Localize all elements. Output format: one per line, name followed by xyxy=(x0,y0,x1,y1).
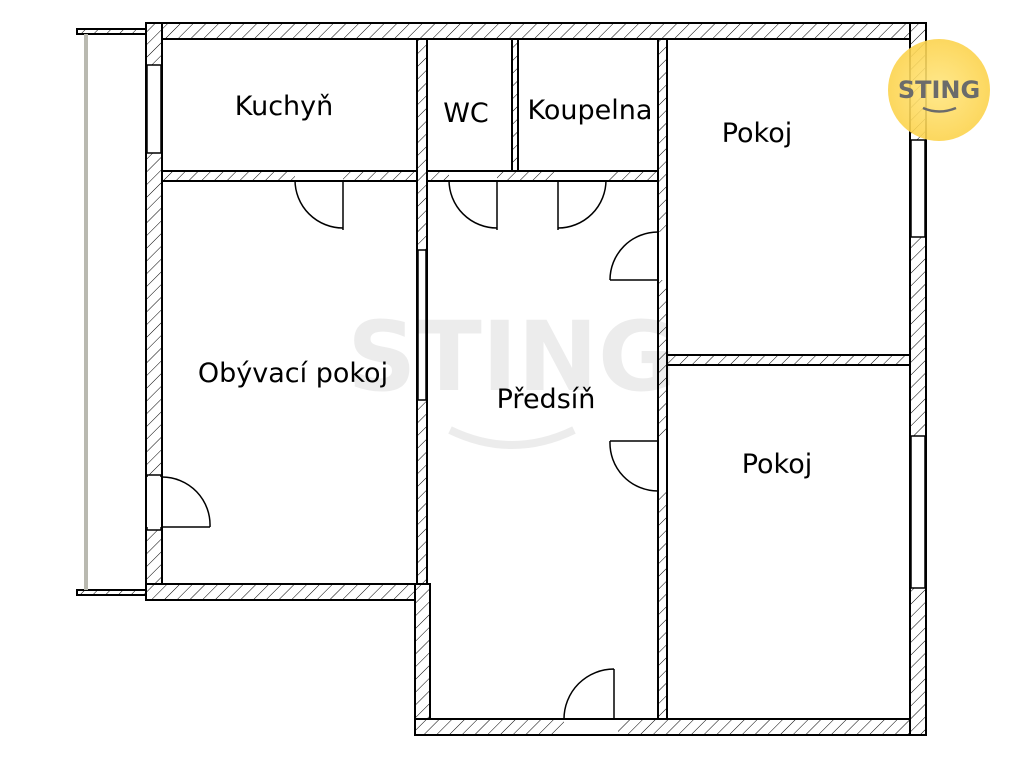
doors xyxy=(147,172,666,734)
svg-text:STING: STING xyxy=(347,301,676,413)
sting-logo: STING xyxy=(888,39,990,141)
watermark: STING xyxy=(347,301,677,449)
label-living-room: Obývací pokoj xyxy=(198,358,388,389)
label-room-1: Pokoj xyxy=(722,118,793,149)
label-bathroom: Koupelna xyxy=(528,95,653,126)
label-wc: WC xyxy=(443,98,489,129)
label-room-2: Pokoj xyxy=(742,449,813,480)
svg-text:STING: STING xyxy=(898,76,980,104)
label-kitchen: Kuchyň xyxy=(235,91,334,122)
balcony xyxy=(76,28,147,596)
label-hall: Předsíň xyxy=(497,384,596,415)
